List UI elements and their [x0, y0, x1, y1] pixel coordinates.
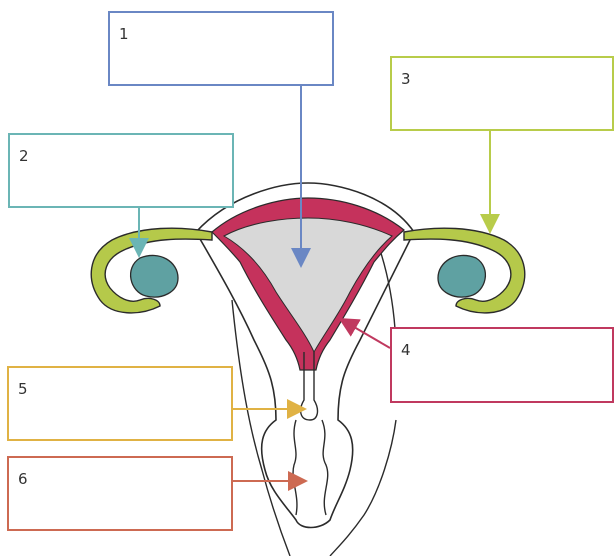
ovary-right [438, 255, 485, 297]
label-box-2[interactable]: 2 [8, 133, 234, 208]
label-box-1[interactable]: 1 [108, 11, 334, 86]
label-box-5[interactable]: 5 [7, 366, 233, 441]
label-box-4[interactable]: 4 [390, 327, 614, 403]
label-number: 2 [19, 147, 29, 165]
label-number: 4 [401, 341, 411, 359]
label-number: 3 [401, 70, 411, 88]
ovary-left [131, 255, 178, 297]
label-number: 6 [18, 470, 28, 488]
label-number: 5 [18, 380, 28, 398]
label-box-3[interactable]: 3 [390, 56, 614, 131]
label-box-6[interactable]: 6 [7, 456, 233, 531]
label-number: 1 [119, 25, 129, 43]
